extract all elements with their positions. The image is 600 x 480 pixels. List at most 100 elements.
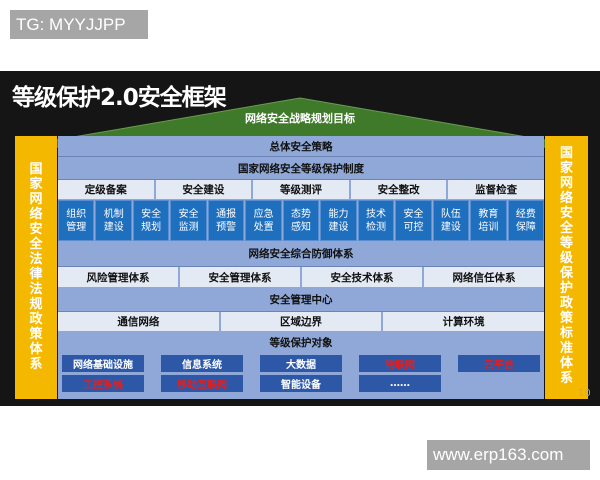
stages-row: 定级备案安全建设等级测评安全整改监督检查 [58, 180, 544, 199]
measure-text: 通报 [216, 208, 237, 220]
measure-box: 应急处置 [245, 200, 282, 241]
measure-text: 教育 [478, 208, 499, 220]
watermark-bottom-right: www.erp163.com [427, 440, 590, 470]
measure-box: 经费保障 [507, 200, 545, 241]
object-box: 网络基础设施 [62, 355, 144, 372]
objects-title: 等级保护对象 [58, 331, 544, 353]
right-pillar: 国家网络安全等级保护政策标准体系 [545, 136, 588, 399]
measure-box: 队伍建设 [432, 200, 470, 241]
object-box: 云平台 [458, 355, 540, 372]
pillar-char: 安 [559, 206, 573, 221]
layer-box: 通信网络 [58, 312, 219, 331]
stage-box: 监督检查 [448, 180, 544, 199]
measure-text: 培训 [478, 221, 499, 233]
layers-row: 通信网络区域边界计算环境 [58, 312, 545, 331]
measure-text: 安全 [403, 208, 424, 220]
stage-box: 等级测评 [253, 180, 349, 199]
measure-text: 组织 [66, 208, 87, 220]
measure-text: 监测 [178, 221, 199, 233]
left-pillar: 国家网络安全法律法规政策体系 [15, 136, 57, 399]
measure-box: 组织管理 [58, 200, 95, 241]
pillar-char: 律 [29, 267, 43, 282]
measure-box: 教育培训 [470, 200, 507, 241]
pillar-char: 护 [559, 281, 573, 296]
pillar-char: 家 [29, 177, 43, 192]
subsystem-box: 网络信任体系 [424, 267, 544, 287]
pillar-char: 网 [559, 176, 573, 191]
measure-text: 应急 [253, 208, 274, 220]
measure-text: 队伍 [440, 208, 461, 220]
measure-text: 处置 [253, 221, 274, 233]
measure-box: 安全规划 [132, 200, 170, 241]
national-system: 国家网络安全等级保护制度 [58, 157, 544, 180]
object-box: 工控系统 [62, 375, 144, 392]
object-box: 物联网 [359, 355, 441, 372]
pillar-char: 等 [559, 236, 573, 251]
measure-box: 机制建设 [95, 200, 132, 241]
measure-text: 机制 [103, 208, 124, 220]
pillar-char: 体 [559, 356, 573, 371]
pillar-char: 准 [559, 341, 573, 356]
overall-strategy: 总体安全策略 [58, 136, 544, 157]
stage-box: 安全整改 [350, 180, 447, 199]
subsystem-box: 安全管理体系 [180, 267, 300, 287]
pillar-char: 规 [29, 297, 43, 312]
measure-text: 经费 [515, 208, 536, 220]
pillar-char: 络 [29, 207, 43, 222]
measure-text: 能力 [328, 208, 349, 220]
subsystems-row: 风险管理体系安全管理体系安全技术体系网络信任体系 [58, 267, 544, 287]
pillar-char: 策 [559, 311, 573, 326]
measure-box: 安全监测 [170, 200, 207, 241]
stage-box: 安全建设 [155, 180, 252, 199]
subsystem-box: 风险管理体系 [58, 267, 178, 287]
objects-row-2: 工控系统移动互联网智能设备 …… [58, 374, 544, 393]
measure-text: 可控 [403, 221, 424, 233]
object-box: 大数据 [260, 355, 342, 372]
measure-text: 管理 [66, 221, 87, 233]
pillar-char: 法 [29, 252, 43, 267]
measure-text: 技术 [365, 208, 386, 220]
slide-title: 等级保护2.0安全框架 [12, 85, 227, 111]
objects-row-1: 网络基础设施信息系统大数据物联网云平台 [58, 353, 544, 374]
pillar-char: 标 [559, 326, 573, 341]
pillar-char: 网 [29, 192, 43, 207]
pillar-char: 国 [29, 162, 43, 177]
roof-label: 网络安全战略规划目标 [245, 112, 355, 125]
pillar-char: 策 [29, 327, 43, 342]
pillar-char: 安 [29, 222, 43, 237]
pillar-char: 全 [559, 221, 573, 236]
measure-text: 安全 [178, 208, 199, 220]
pillar-char: 国 [559, 146, 573, 161]
object-box: 移动互联网 [161, 375, 243, 392]
measure-text: 建设 [440, 221, 461, 233]
measure-text: 态势 [291, 208, 312, 220]
measures-row: 组织管理机制建设安全规划安全监测通报预警应急处置态势感知能力建设技术检测安全可控… [58, 199, 545, 241]
measure-text: 预警 [216, 221, 237, 233]
pillar-char: 保 [559, 266, 573, 281]
pillar-char: 级 [559, 251, 573, 266]
object-box: 信息系统 [161, 355, 243, 372]
watermark-top-left: TG: MYYJJPP [10, 10, 148, 39]
measure-text: 建设 [103, 221, 124, 233]
measure-text: 保障 [515, 221, 536, 233]
framework-body: 总体安全策略 国家网络安全等级保护制度 定级备案安全建设等级测评安全整改监督检查… [58, 136, 545, 399]
subsystem-box: 安全技术体系 [302, 267, 422, 287]
pillar-char: 政 [29, 312, 43, 327]
measure-text: 规划 [141, 221, 162, 233]
measure-box: 能力建设 [320, 200, 357, 241]
stage-box: 定级备案 [58, 180, 154, 199]
pillar-char: 全 [29, 237, 43, 252]
measure-box: 安全可控 [395, 200, 432, 241]
page-number: 10 [578, 388, 591, 399]
management-center: 安全管理中心 [58, 287, 544, 312]
pillar-char: 体 [29, 342, 43, 357]
pillar-char: 政 [559, 296, 573, 311]
object-box: …… [359, 375, 441, 392]
measure-text: 建设 [328, 221, 349, 233]
measure-text: 感知 [291, 221, 312, 233]
pillar-char: 络 [559, 191, 573, 206]
pillar-char: 系 [559, 371, 573, 386]
measure-box: 技术检测 [357, 200, 395, 241]
layer-box: 计算环境 [383, 312, 545, 331]
object-box: 智能设备 [260, 375, 342, 392]
